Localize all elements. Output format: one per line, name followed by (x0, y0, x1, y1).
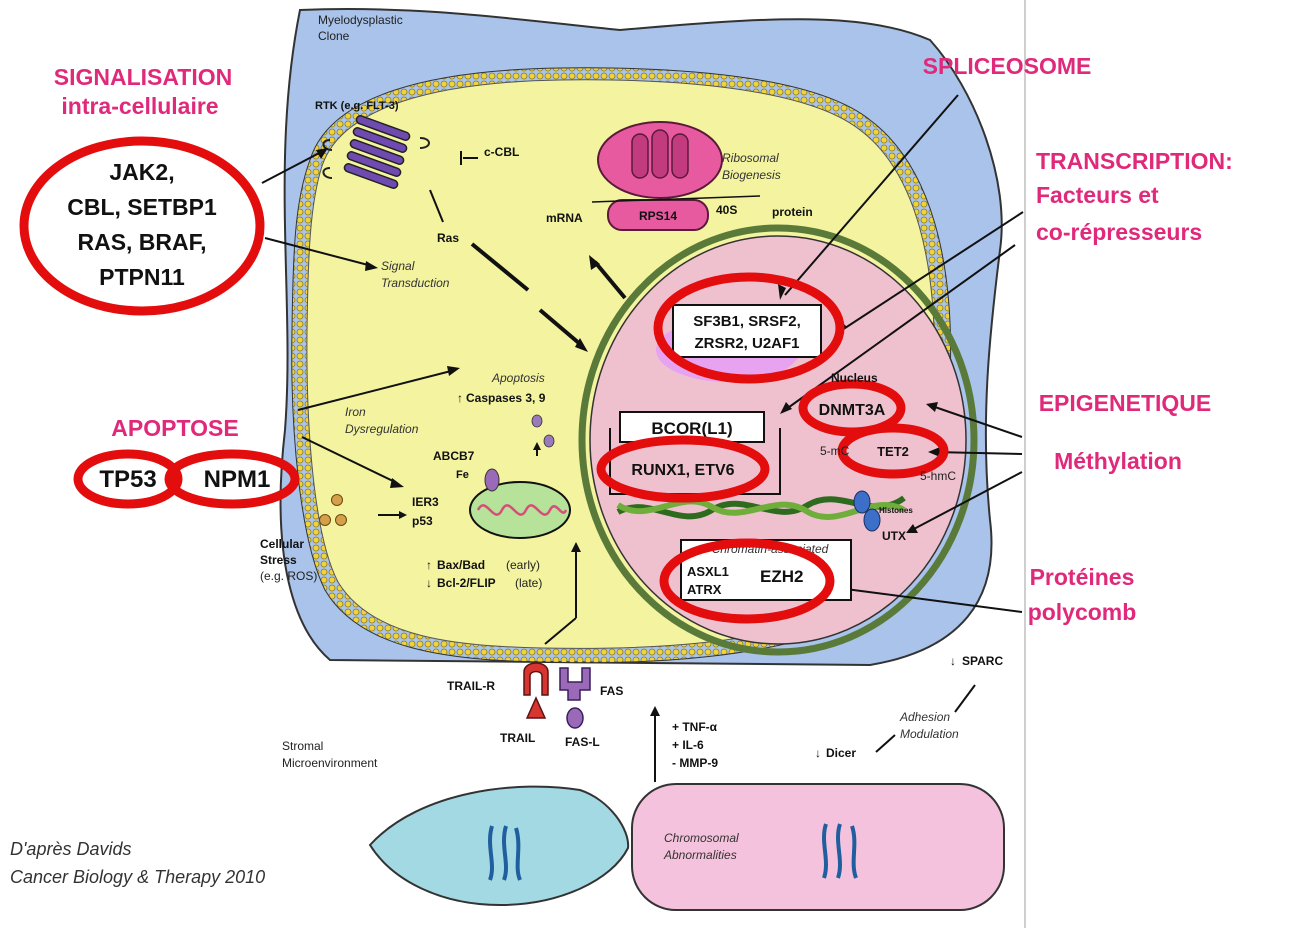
gene-cbl-setbp1: CBL, SETBP1 (67, 194, 217, 220)
label-fas: FAS (600, 684, 623, 698)
down-arrow-icon: ↓ (950, 654, 956, 668)
label-bax: Bax/Bad (437, 558, 485, 572)
label-mmp9: - MMP-9 (672, 756, 718, 770)
label-5hmc: 5-hmC (920, 469, 956, 483)
transcription-line2: Facteurs et (1036, 182, 1159, 208)
label-trail: TRAIL (500, 731, 535, 745)
histone-icon (864, 509, 880, 531)
label-histones: Histones (879, 506, 913, 515)
label-tnf: + TNF-α (672, 720, 718, 734)
label-abcb7: ABCB7 (433, 449, 475, 463)
label-ribosomal: Ribosomal (722, 151, 779, 165)
label-mrna: mRNA (546, 211, 583, 225)
ros-dot (320, 515, 331, 526)
transcription-title: TRANSCRIPTION: (1036, 148, 1233, 174)
gene-tp53: TP53 (99, 466, 156, 493)
gene-asxl1: ASXL1 (687, 564, 729, 579)
gene-npm1: NPM1 (204, 466, 271, 493)
down-arrow-icon: ↓ (815, 746, 821, 760)
signalisation-title: SIGNALISATION (54, 64, 232, 90)
caspase-dot (544, 435, 554, 447)
gene-tet2: TET2 (877, 444, 909, 459)
label-ros: (e.g. ROS) (260, 569, 317, 583)
label-adhesion: Adhesion (899, 710, 950, 724)
label-dysregulation: Dysregulation (345, 422, 419, 436)
up-arrow-icon: ↑ (457, 391, 463, 405)
label-bcl-note: (late) (515, 576, 542, 590)
apoptose-title: APOPTOSE (111, 415, 238, 441)
label-caspases: Caspases 3, 9 (466, 391, 546, 405)
gene-jak2: JAK2, (109, 159, 174, 185)
transcription-line3: co-répresseurs (1036, 219, 1202, 245)
gene-atrx: ATRX (687, 582, 722, 597)
trail-r-icon (524, 663, 548, 718)
epigenetique-title: EPIGENETIQUE (1039, 390, 1212, 416)
label-dicer: Dicer (826, 746, 856, 760)
label-40s: 40S (716, 203, 737, 217)
gene-utx: UTX (882, 529, 906, 543)
label-biogenesis: Biogenesis (722, 168, 781, 182)
histone-icon (854, 491, 870, 513)
label-p53: p53 (412, 514, 433, 528)
label-abnormalities: Abnormalities (663, 848, 737, 862)
gene-zrsr2-u2af1: ZRSR2, U2AF1 (694, 335, 799, 352)
label-microenvironment: Microenvironment (282, 756, 378, 770)
methylation-title: Méthylation (1054, 448, 1182, 474)
label-chromosomal: Chromosomal (664, 831, 739, 845)
fas-receptor-icon (560, 668, 590, 728)
ros-dot (332, 495, 343, 506)
label-bax-note: (early) (506, 558, 540, 572)
abnormal-cell (632, 784, 1004, 910)
label-fe: Fe (456, 469, 469, 481)
up-arrow-icon: ↑ (426, 558, 432, 572)
label-nucleus: Nucleus (831, 371, 878, 385)
citation-author: D'après Davids (10, 839, 131, 859)
label-trail-r: TRAIL-R (447, 679, 495, 693)
gene-dnmt3a: DNMT3A (819, 402, 886, 419)
label-iron: Iron (345, 405, 366, 419)
label-cellular: Cellular (260, 537, 304, 551)
ros-dot (336, 515, 347, 526)
gene-bcor: BCOR(L1) (651, 419, 732, 438)
gene-runx1-etv6: RUNX1, ETV6 (631, 462, 734, 479)
label-sparc: SPARC (962, 654, 1003, 668)
label-bcl: Bcl-2/FLIP (437, 576, 496, 590)
spliceosome-title: SPLICEOSOME (923, 53, 1092, 79)
down-arrow-icon: ↓ (426, 576, 432, 590)
label-il6: + IL-6 (672, 738, 704, 752)
label-stress: Stress (260, 553, 297, 567)
label-apoptosis: Apoptosis (491, 371, 545, 385)
caspase-dot (532, 415, 542, 427)
label-clone-2: Clone (318, 29, 350, 43)
polycomb-subtitle: polycomb (1028, 599, 1137, 625)
citation-journal: Cancer Biology & Therapy 2010 (10, 867, 265, 887)
gene-ptpn11: PTPN11 (99, 264, 185, 290)
label-fas-l: FAS-L (565, 735, 600, 749)
label-protein: protein (772, 205, 813, 219)
label-ccbl: c-CBL (484, 145, 519, 159)
label-5mc: 5-mC (820, 444, 850, 458)
label-rtk: RTK (e.g. FLT-3) (315, 100, 399, 112)
stromal-cell (370, 787, 628, 905)
label-modulation: Modulation (900, 727, 959, 741)
signalisation-subtitle: intra-cellulaire (61, 93, 218, 119)
label-rps14: RPS14 (639, 209, 677, 223)
gene-sf3b1-srsf2: SF3B1, SRSF2, (693, 313, 801, 330)
gene-ezh2: EZH2 (760, 567, 803, 586)
label-transduction: Transduction (381, 276, 450, 290)
label-stromal: Stromal (282, 739, 323, 753)
label-ras: Ras (437, 231, 459, 245)
label-clone: Myelodysplastic (318, 13, 403, 27)
label-ier3: IER3 (412, 495, 439, 509)
label-signal: Signal (381, 259, 415, 273)
gene-ras-braf: RAS, BRAF, (77, 229, 206, 255)
polycomb-title: Protéines (1030, 564, 1135, 590)
